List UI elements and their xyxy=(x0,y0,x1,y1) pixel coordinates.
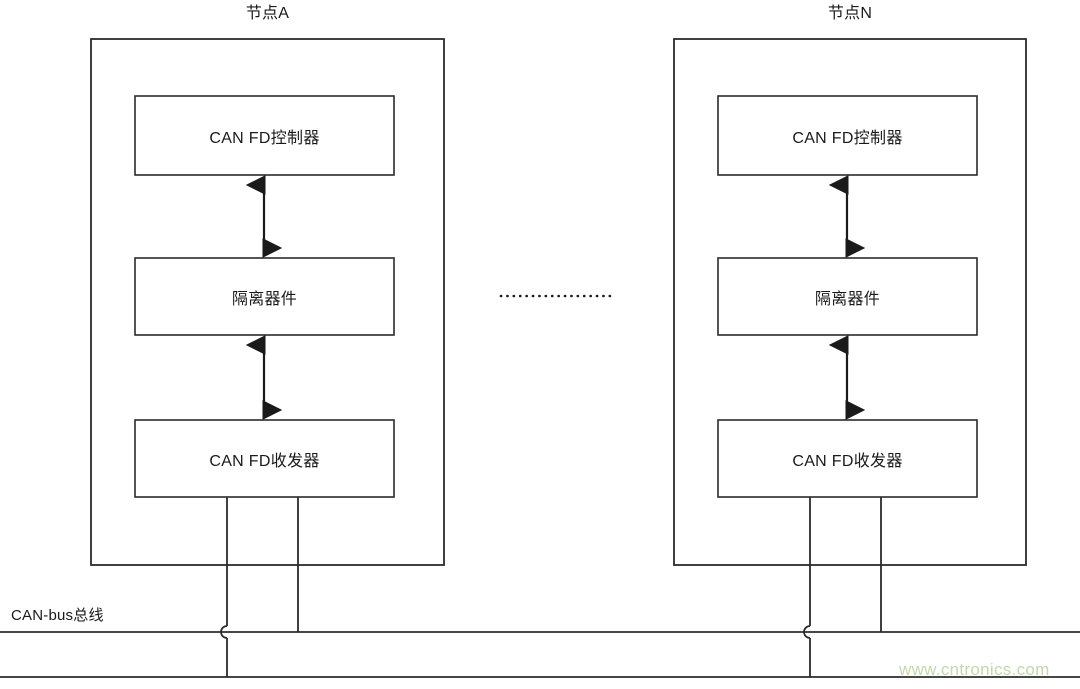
node-n-transceiver-box xyxy=(717,419,978,498)
node-a-title: 节点A xyxy=(245,5,290,22)
node-n-controller-box xyxy=(717,95,978,176)
node-a-transceiver-box xyxy=(134,419,395,498)
node-n-title: 节点N xyxy=(827,5,873,22)
node-n-isolator-box xyxy=(717,257,978,336)
node-n-outer-box xyxy=(673,38,1027,566)
node-n-group xyxy=(673,38,1027,677)
node-a-outer-box xyxy=(90,38,445,566)
node-a-group xyxy=(90,38,445,677)
site-watermark: www.cntronics.com xyxy=(899,660,1050,679)
node-a-isolator-box xyxy=(134,257,395,336)
bus-label: CAN-bus总线 xyxy=(11,607,104,624)
node-a-controller-box xyxy=(134,95,395,176)
